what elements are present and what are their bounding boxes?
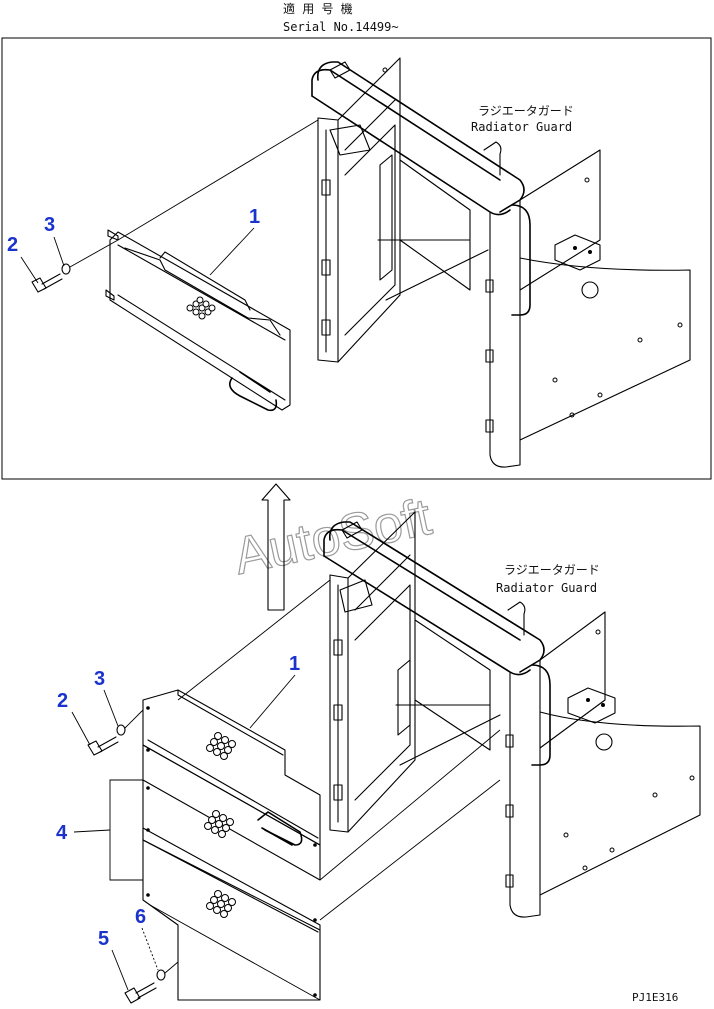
callout-1-lower: 1 (289, 653, 300, 675)
upper-cover-panel (105, 119, 319, 412)
callout-5: 5 (98, 928, 109, 950)
serial-number: Serial No.14499~ (283, 20, 399, 34)
watermark: AutoSoft (229, 488, 437, 586)
lower-radiator-guard (323, 511, 701, 918)
callout-6: 6 (135, 906, 146, 928)
upper-radiator-guard (311, 57, 691, 468)
lower-cover-panels (142, 579, 501, 1001)
callout-2-lower: 2 (57, 690, 68, 712)
direction-arrow (261, 483, 291, 611)
drawing-code: PJ1E316 (632, 991, 678, 1004)
lower-guard-label-jp: ラジエータガード (504, 563, 600, 577)
callout-4: 4 (56, 822, 68, 844)
lower-guard-label-en: Radiator Guard (496, 581, 597, 595)
lower-bolt-upper (87, 709, 144, 756)
callout-3-lower: 3 (94, 668, 105, 690)
callout-2: 2 (7, 234, 18, 256)
serial-label-jp: 適 用 号 機 (283, 1, 353, 16)
upper-guard-label-en: Radiator Guard (471, 120, 572, 134)
upper-view-frame (1, 37, 712, 480)
callout-3: 3 (44, 214, 55, 236)
upper-bolt (31, 239, 119, 293)
upper-guard-label-jp: ラジエータガード (478, 104, 574, 118)
callout-1: 1 (249, 206, 260, 228)
lower-bolt-lower (124, 961, 179, 1004)
